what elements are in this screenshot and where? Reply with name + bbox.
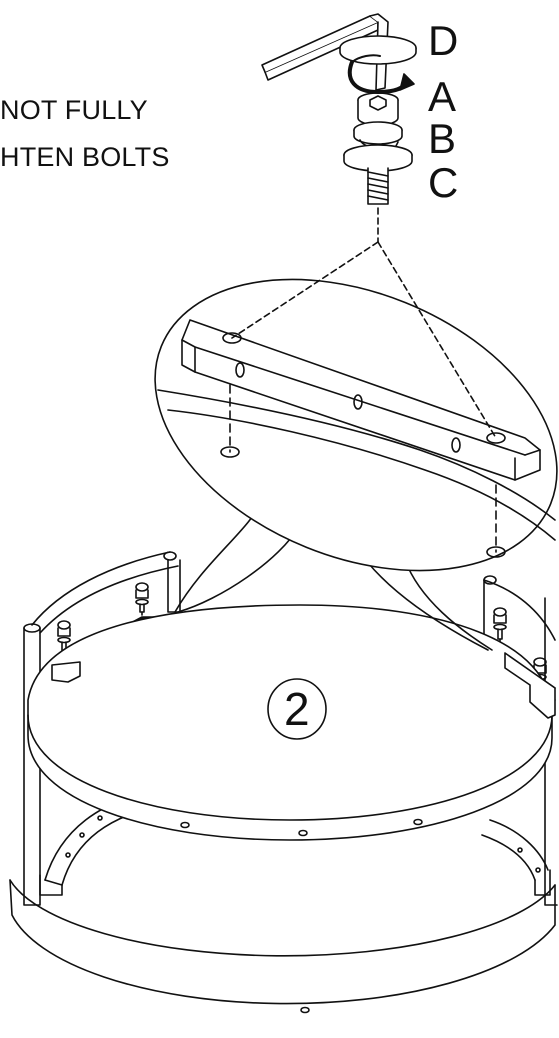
- small-bolt-2: [135, 582, 149, 620]
- clockwise-rotation-arrow-icon: [347, 54, 415, 94]
- label-d: D: [428, 17, 459, 64]
- instruction-line-2: HTEN BOLTS: [0, 142, 170, 172]
- label-a: A: [428, 73, 457, 120]
- bolt-washer-stack-icon: [339, 35, 417, 205]
- step-number-circle: [267, 678, 327, 740]
- zoomed-bracket: [157, 319, 556, 558]
- allen-key-icon: [261, 13, 389, 91]
- label-b: B: [428, 115, 457, 162]
- label-c: C: [428, 159, 459, 206]
- base-disc: [9, 879, 556, 1014]
- step-number: 2: [284, 683, 310, 735]
- front-tabs: [51, 652, 556, 719]
- leader-lines: [231, 207, 497, 439]
- instruction-line-1: NOT FULLY: [0, 95, 148, 125]
